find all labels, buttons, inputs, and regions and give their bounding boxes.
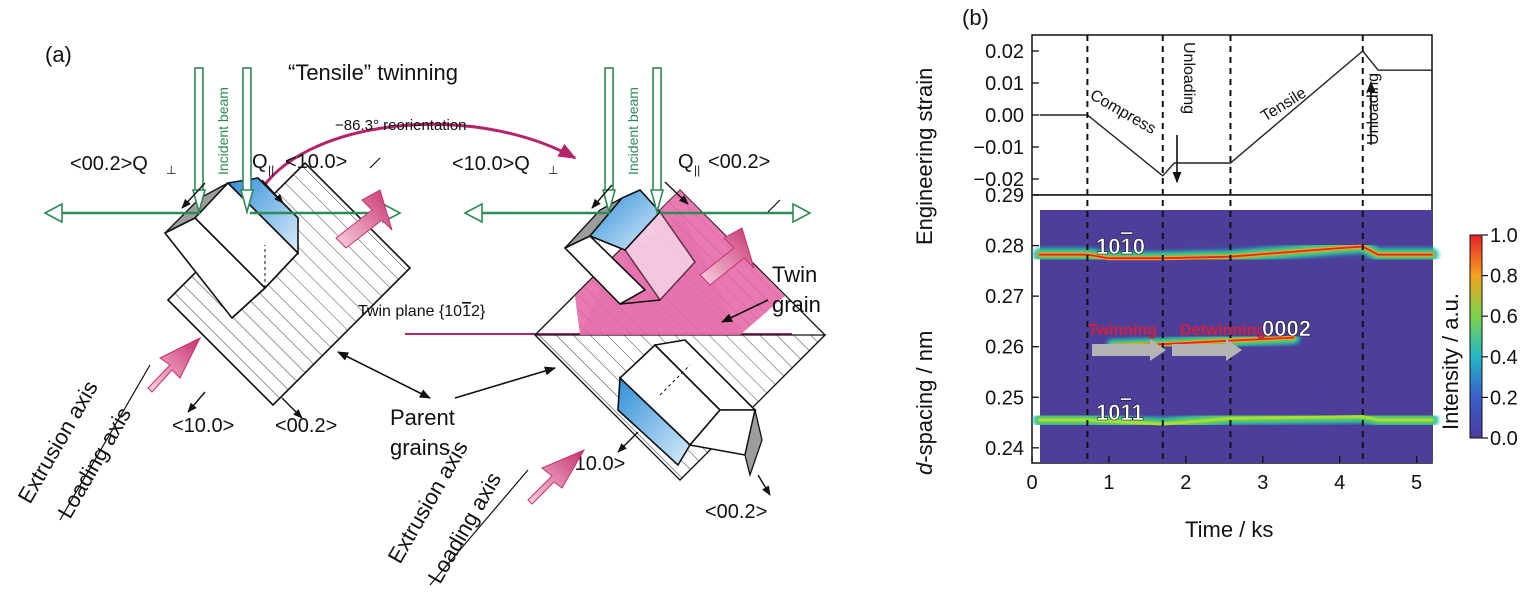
strain-tick-label: 0.02 bbox=[985, 41, 1024, 63]
colorbar-tick-label: 0.8 bbox=[1490, 266, 1518, 288]
q-perp-label-right: <10.0>Q bbox=[452, 153, 530, 175]
annotation-unloading-1: Unloading bbox=[1180, 42, 1197, 114]
heat-ytick-label: 0.28 bbox=[985, 236, 1024, 258]
twinning-title: “Tensile” twinning bbox=[288, 60, 458, 85]
twinning-arrow bbox=[1092, 339, 1166, 361]
detwinning-label: Detwinning bbox=[1180, 322, 1266, 339]
svg-text:⊥: ⊥ bbox=[548, 163, 558, 177]
incident-beam-label-left: Incident beam bbox=[215, 87, 231, 175]
left-incident-beams: Incident beam bbox=[43, 67, 402, 224]
strain-ticks: 0.02 0.01 0.00 −0.01 −0.02 bbox=[973, 41, 1039, 191]
twin-grain-label-1: Twin bbox=[772, 262, 817, 287]
strain-axes-frame bbox=[1031, 34, 1433, 196]
dir-c-left: <00.2> bbox=[275, 415, 337, 437]
heat-xtick-label: 0 bbox=[1026, 472, 1037, 494]
q-par-label-left: Q bbox=[252, 151, 268, 173]
svg-text:||: || bbox=[268, 163, 274, 177]
peak-0002-label: 0002 bbox=[1262, 316, 1311, 341]
incident-beam-label-right: Incident beam bbox=[625, 87, 641, 175]
heatmap-ylabel: d-spacing / nm bbox=[912, 331, 937, 475]
parent-grains-label-2: grains bbox=[390, 435, 450, 460]
load-arrow-right-bottom bbox=[527, 448, 586, 505]
heat-ytick-label: 0.29 bbox=[985, 185, 1024, 207]
panel-b-label: (b) bbox=[962, 5, 989, 30]
load-arrow-right-top bbox=[699, 227, 755, 286]
svg-text:||: || bbox=[694, 163, 700, 177]
colorbar-tick-label: 0.0 bbox=[1490, 428, 1518, 450]
strain-tick-label: −0.02 bbox=[973, 169, 1024, 191]
strain-tick-label: 0.00 bbox=[985, 105, 1024, 127]
colorbar-tick-label: 0.2 bbox=[1490, 387, 1518, 409]
strain-series bbox=[1039, 50, 1432, 177]
twinning-label: Twinning bbox=[1088, 322, 1157, 339]
heatmap-ticks: 0.29 0.28 0.27 0.26 0.25 0.240 1 2 3 4 5 bbox=[985, 185, 1422, 494]
heat-xtick-label: 4 bbox=[1334, 472, 1345, 494]
strain-line bbox=[1039, 50, 1432, 177]
dir-c-right: <00.2> bbox=[705, 501, 767, 523]
heat-ytick-label: 0.24 bbox=[985, 438, 1024, 460]
left-crystal bbox=[163, 161, 412, 407]
peak-1010-label: 1010 bbox=[1096, 234, 1145, 259]
detwinning-arrow bbox=[1172, 339, 1242, 361]
dir-a-left: <10.0> bbox=[172, 415, 234, 437]
colorbar-ticks: 0.0 0.2 0.4 0.6 0.8 1.0 bbox=[1482, 225, 1518, 450]
right-crystal bbox=[533, 189, 827, 481]
load-arrow-left-bottom bbox=[147, 336, 202, 393]
svg-text:⊥: ⊥ bbox=[166, 163, 176, 177]
panel-a: (a) “Tensile” twinning −86.3° reorientat… bbox=[13, 42, 827, 588]
strain-ylabel: Engineering strain bbox=[912, 68, 937, 245]
parent-grains-label-1: Parent bbox=[390, 405, 455, 430]
heat-ytick-label: 0.25 bbox=[985, 387, 1024, 409]
load-arrow-left-top bbox=[335, 189, 393, 249]
panel-b: (b) 0.020.010.00−0.01−0.02 Engineering s… bbox=[912, 5, 1518, 542]
twin-plane-label: Twin plane {1012} bbox=[358, 303, 486, 320]
heat-ytick-label: 0.26 bbox=[985, 337, 1024, 359]
colorbar bbox=[1469, 234, 1483, 439]
reorientation-label: −86.3° reorientation bbox=[335, 117, 467, 134]
colorbar-label: Intensity / a.u. bbox=[1438, 293, 1463, 430]
colorbar-tick-label: 0.6 bbox=[1490, 306, 1518, 328]
q-par-label-right: Q bbox=[678, 151, 694, 173]
strain-tick-label: −0.01 bbox=[973, 137, 1024, 159]
q-par-dir-right: <00.2> bbox=[708, 151, 770, 173]
heat-xtick-label: 1 bbox=[1103, 472, 1114, 494]
right-incident-beams: Incident beam bbox=[463, 67, 812, 224]
q-perp-label-left: <00.2>Q bbox=[70, 153, 148, 175]
reorientation-arrow bbox=[256, 122, 577, 196]
colorbar-tick-label: 0.4 bbox=[1490, 347, 1518, 369]
twin-grain-label-2: grain bbox=[772, 292, 821, 317]
colorbar-tick-label: 1.0 bbox=[1490, 225, 1518, 247]
q-par-dir-left: <10.0> bbox=[285, 151, 347, 173]
annotation-unloading-2: Unloading bbox=[1365, 73, 1382, 145]
strain-tick-label: 0.01 bbox=[985, 73, 1024, 95]
heatmap-xlabel: Time / ks bbox=[1185, 517, 1273, 542]
panel-a-label: (a) bbox=[45, 42, 72, 67]
event-lines bbox=[1086, 35, 1364, 463]
heat-xtick-label: 2 bbox=[1180, 472, 1191, 494]
peak-1011-label: 1011 bbox=[1096, 400, 1144, 425]
heat-xtick-label: 3 bbox=[1257, 472, 1268, 494]
heat-ytick-label: 0.27 bbox=[985, 286, 1024, 308]
heat-xtick-label: 5 bbox=[1411, 472, 1422, 494]
